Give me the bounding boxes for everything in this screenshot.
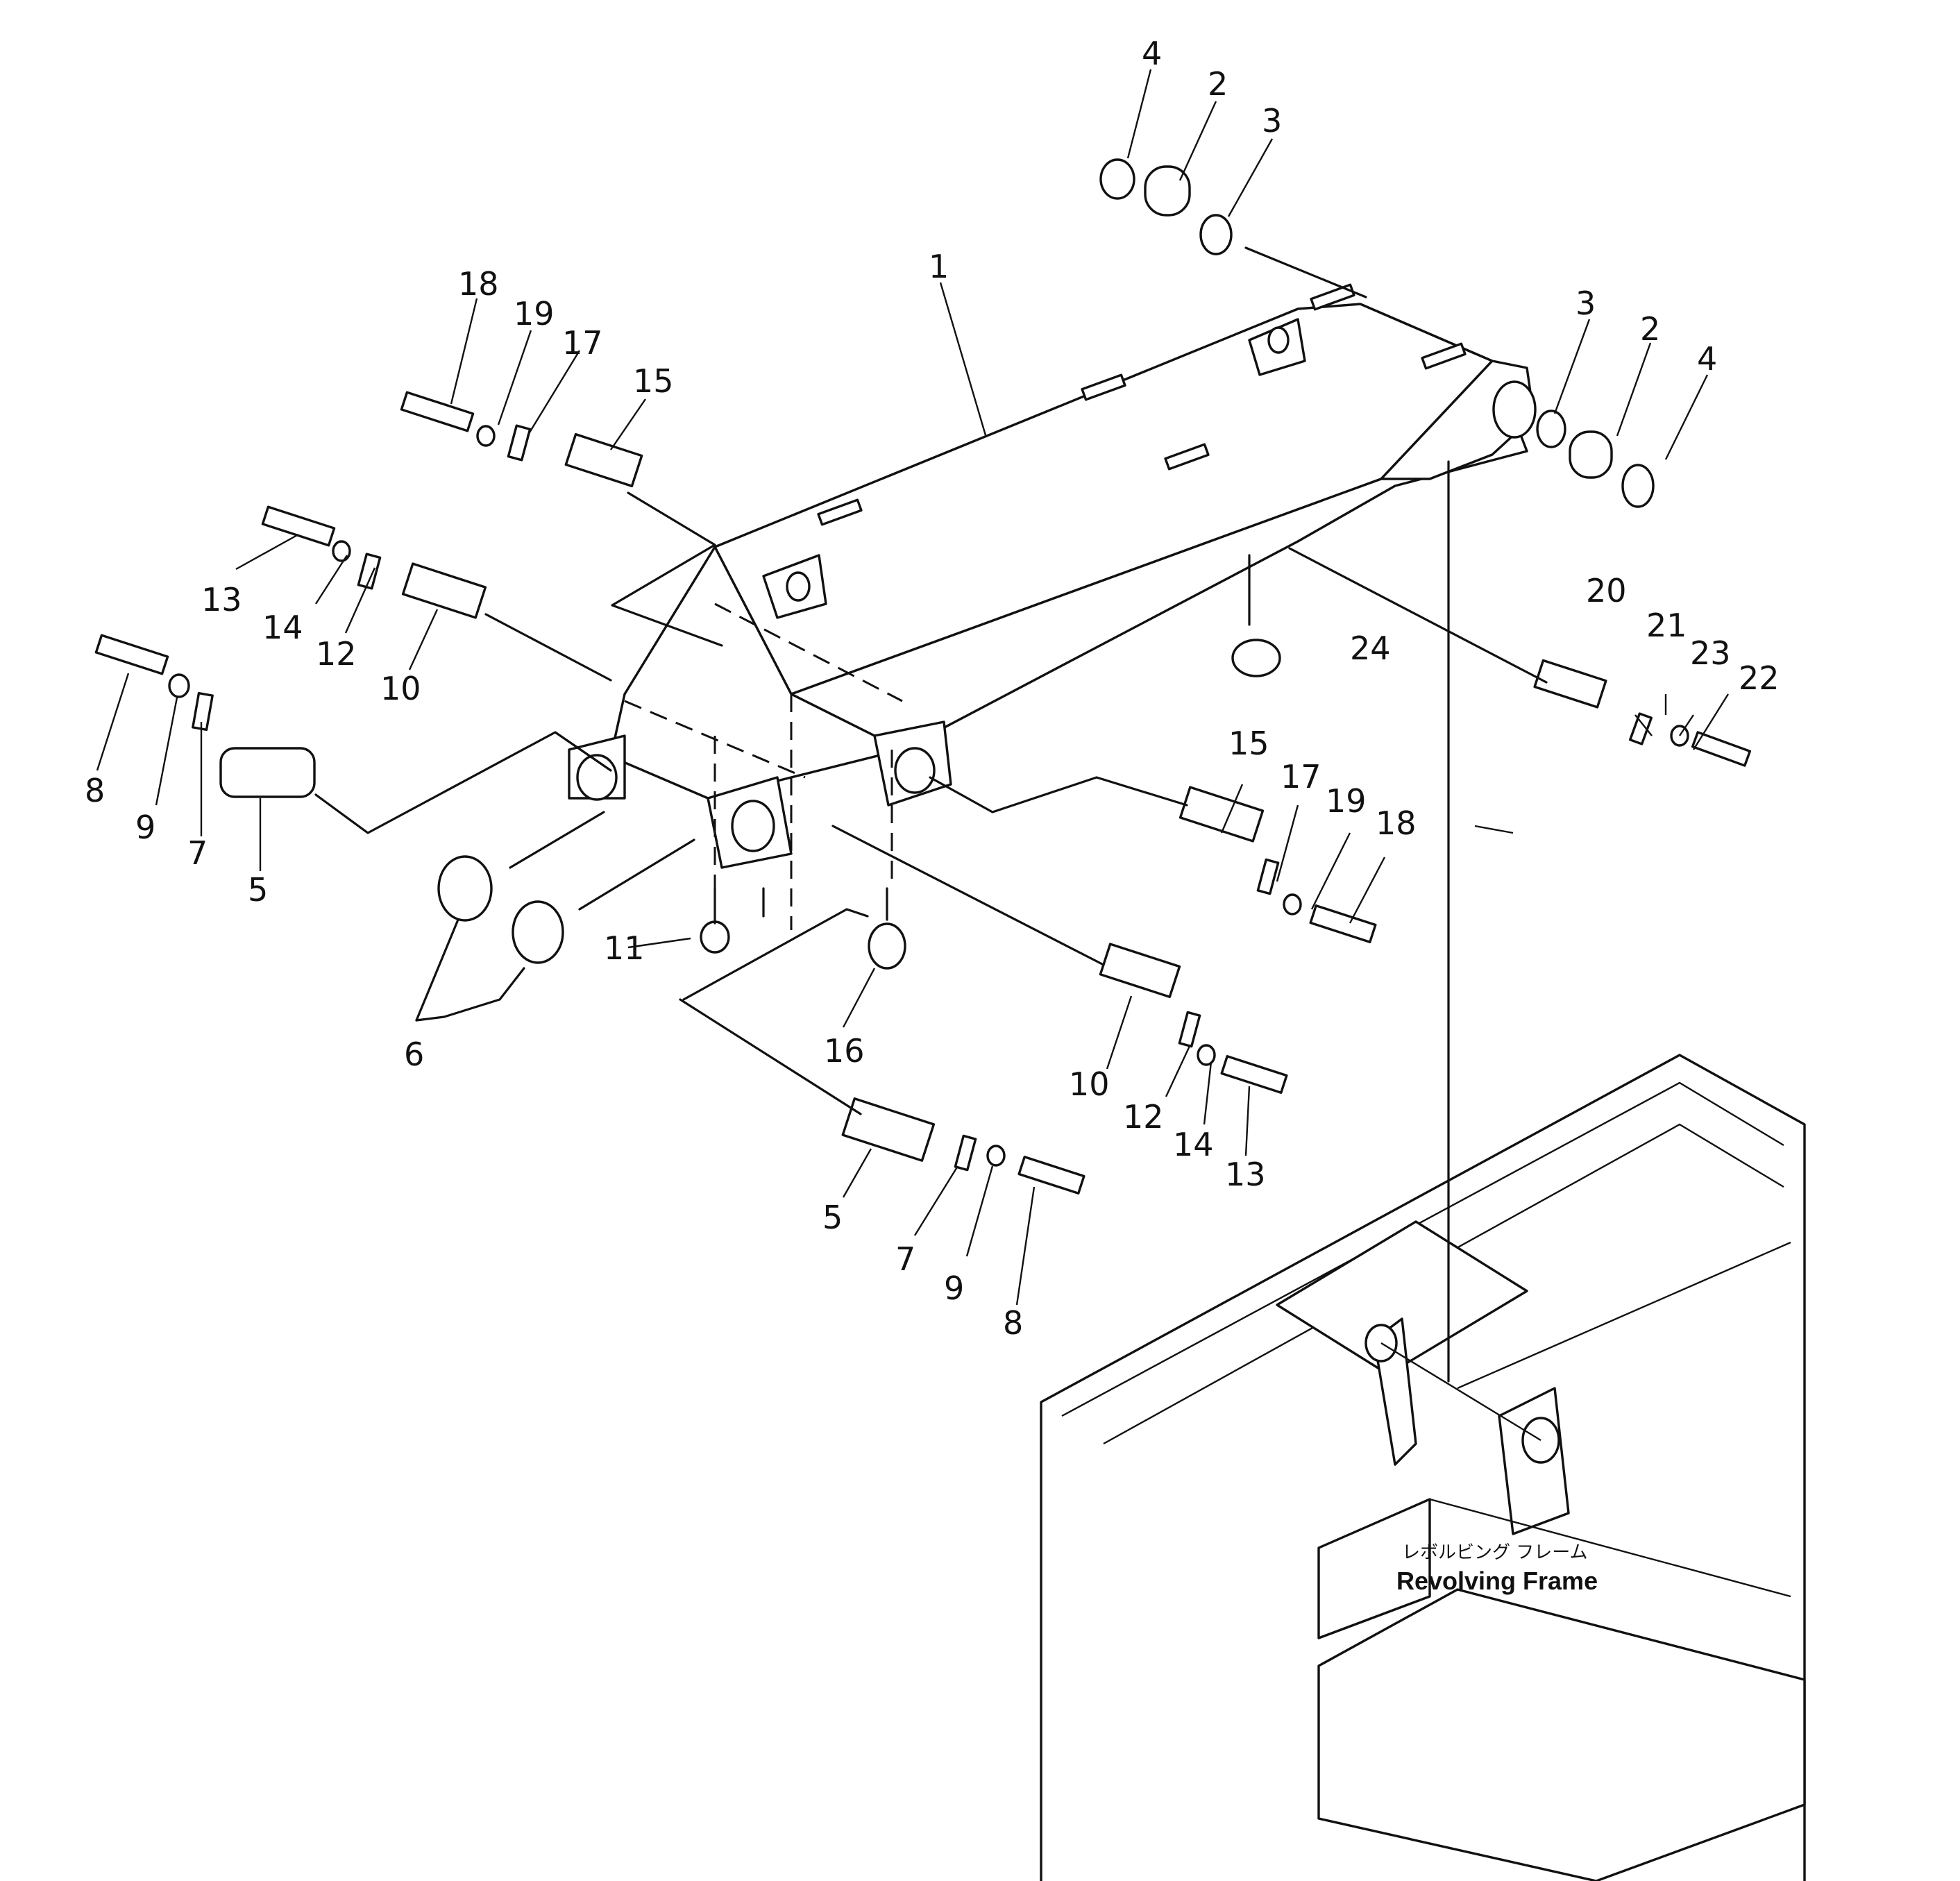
pin-10-lower	[1099, 943, 1288, 1094]
callout-7-left: 7	[187, 834, 208, 872]
shim-24	[1231, 639, 1281, 677]
callout-12-left: 12	[316, 635, 357, 673]
callout-17-lower: 17	[1281, 758, 1321, 795]
callout-13-lower: 13	[1225, 1156, 1266, 1193]
callout-16: 16	[824, 1032, 865, 1070]
bushing-and-seal-set-right	[1536, 410, 1655, 508]
pin-5-lower	[841, 1097, 1085, 1195]
callout-2-right: 2	[1640, 310, 1660, 348]
callout-leaders	[96, 69, 1730, 1306]
callout-3-top: 3	[1262, 102, 1282, 140]
callout-6: 6	[404, 1036, 424, 1073]
callout-19-lower: 19	[1326, 782, 1367, 820]
callout-5-lower: 5	[822, 1199, 843, 1236]
callout-4-right: 4	[1697, 340, 1717, 378]
callout-22: 22	[1739, 659, 1780, 697]
callout-24: 24	[1350, 630, 1391, 667]
revolving-frame-label: Revolving Frame	[1396, 1567, 1598, 1595]
callout-9-left: 9	[135, 809, 155, 846]
revolving-frame-jp-label: レボルビング フレーム	[1402, 1542, 1588, 1563]
callout-2-top: 2	[1208, 65, 1228, 103]
bushing-and-seal-set-top	[1099, 158, 1233, 255]
callout-8-left: 8	[85, 772, 105, 809]
callout-15-upper: 15	[633, 362, 674, 400]
callout-10-lower: 10	[1069, 1065, 1110, 1103]
callout-18-lower: 18	[1376, 804, 1417, 842]
callout-23: 23	[1690, 634, 1731, 672]
shim-6b	[512, 900, 564, 964]
callout-5-left: 5	[248, 871, 268, 909]
boom	[568, 283, 1537, 930]
callout-11: 11	[604, 929, 645, 967]
callout-12-lower: 12	[1123, 1098, 1164, 1136]
callout-9-lower: 9	[944, 1270, 964, 1307]
callout-18-upper: 18	[458, 265, 499, 303]
callout-19-upper: 19	[514, 295, 555, 332]
shim-16	[868, 922, 906, 970]
callout-20: 20	[1586, 572, 1627, 609]
callout-7-lower: 7	[895, 1240, 915, 1278]
callout-8-lower: 8	[1003, 1304, 1023, 1342]
callout-14-left: 14	[262, 609, 303, 646]
shim-11	[700, 920, 730, 954]
revolving-frame	[1040, 1054, 1806, 1881]
callout-13-left: 13	[201, 581, 242, 618]
callout-10-left: 10	[380, 670, 421, 707]
callout-3-right: 3	[1575, 285, 1596, 322]
pin-5-left	[94, 634, 316, 798]
callout-numbers: 1 4 2 3 3 2 4 18 19 17 15 13 14 12 10 8 …	[85, 35, 1780, 1342]
leader-lines	[314, 246, 1548, 1383]
callout-15-lower: 15	[1228, 725, 1269, 762]
pin-10-upper	[261, 505, 487, 619]
callout-17-upper: 17	[562, 324, 603, 362]
pin-15-upper	[400, 391, 643, 488]
shim-6a	[437, 855, 493, 922]
callout-1: 1	[929, 248, 949, 285]
pin-15-lower	[1178, 786, 1377, 943]
pin-assembly-20	[1533, 659, 1752, 767]
callout-21: 21	[1646, 607, 1687, 644]
callout-14-lower: 14	[1173, 1126, 1214, 1163]
callout-4-top: 4	[1142, 35, 1162, 72]
